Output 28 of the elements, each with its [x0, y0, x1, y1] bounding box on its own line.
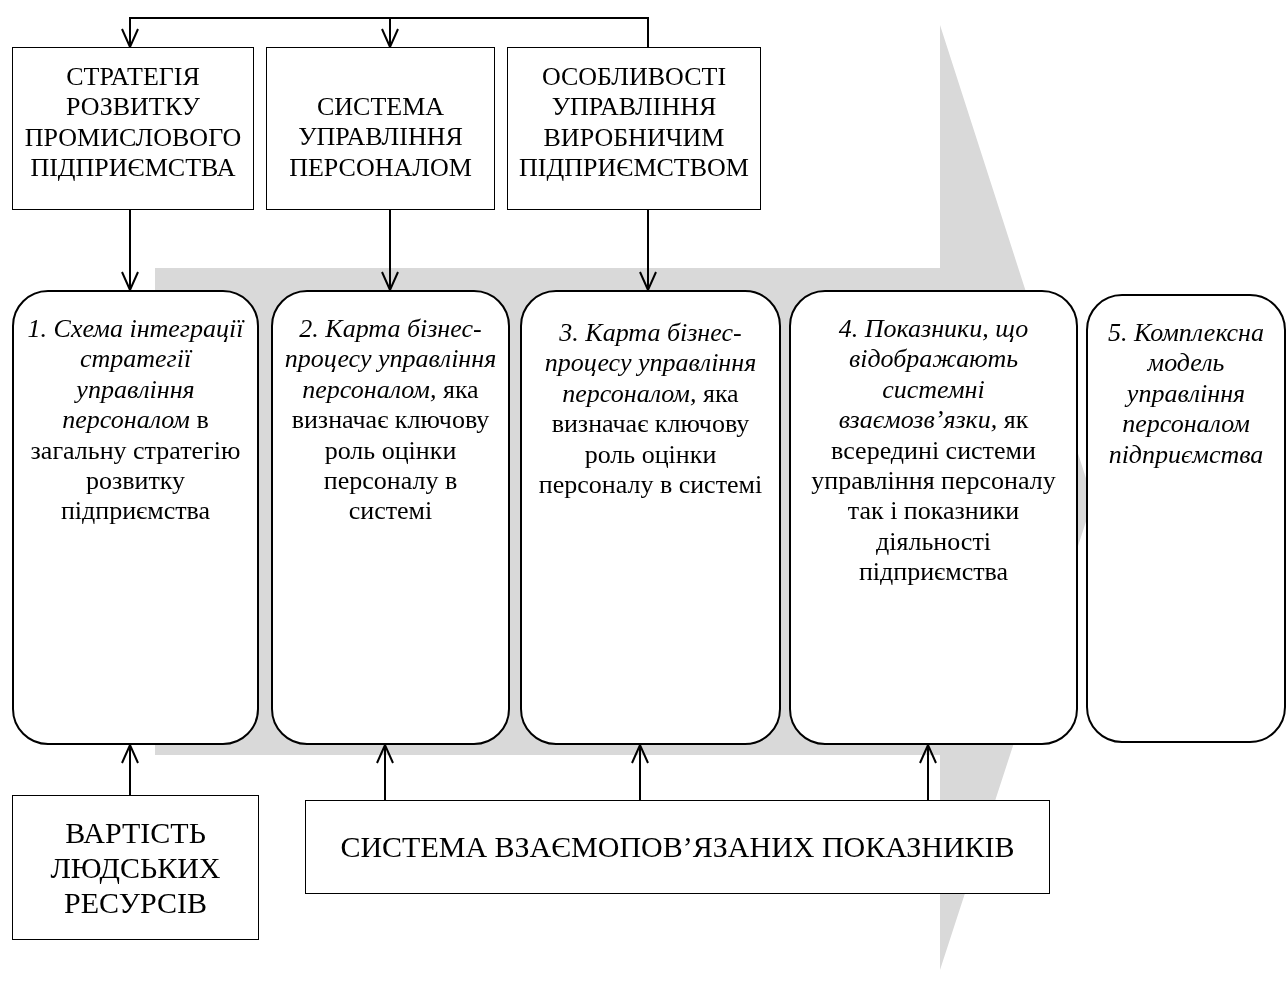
input-box: [12, 795, 259, 940]
arrow: [919, 744, 937, 801]
node-label: ВАРТІСТЬ ЛЮДСЬКИХ РЕСУРСІВ: [49, 814, 222, 921]
node-label: 2. Карта бізнес-процесу управління персоналом, яка визначає ключову роль оцінки персоналу в системі: [283, 314, 498, 527]
arrow: [121, 744, 139, 796]
arrow: [376, 744, 394, 801]
arrow: [121, 209, 139, 291]
arrow: [639, 209, 657, 291]
node-label: 3. Карта бізнес-процесу управління персоналом, яка визначає ключову роль оцінки персоналу в системі: [537, 318, 764, 501]
node-label: СИСТЕМА ВЗАЄМОПОВ’ЯЗАНИХ ПОКАЗНИКІВ: [340, 829, 1015, 865]
input-box: [305, 800, 1050, 894]
stage-box: [271, 290, 510, 745]
node-label: ОСОБЛИВОСТІ УПРАВЛІННЯ ВИРОБНИЧИМ ПІДПРИЄМСТВОМ: [518, 62, 750, 184]
stage-box: [12, 290, 259, 745]
arrow: [631, 744, 649, 801]
arrow: [381, 209, 399, 291]
result-box: [1086, 294, 1286, 743]
node-label: 1. Схема інтеграції стратегії управління персоналом в загальну стратегію розвитку підприємства: [26, 314, 246, 527]
node-label: 5. Комплексна модель управління персоналом підприємства: [1107, 318, 1265, 471]
stage-box: [520, 290, 781, 745]
category-box: [507, 47, 761, 210]
category-box: [12, 47, 254, 210]
node-label: СИСТЕМА УПРАВЛІННЯ ПЕРСОНАЛОМ: [288, 92, 473, 184]
arrow: [381, 17, 649, 48]
stage-box: [789, 290, 1078, 745]
node-label: СТРАТЕГІЯ РОЗВИТКУ ПРОМИСЛОВОГО ПІДПРИЄМСТВА: [23, 62, 243, 184]
node-label: 4. Показники, що відображають системні взаємозв’язки, як всередині системи управління персоналу так і показники діяльності підприємства: [810, 314, 1057, 588]
category-box: [266, 47, 495, 210]
